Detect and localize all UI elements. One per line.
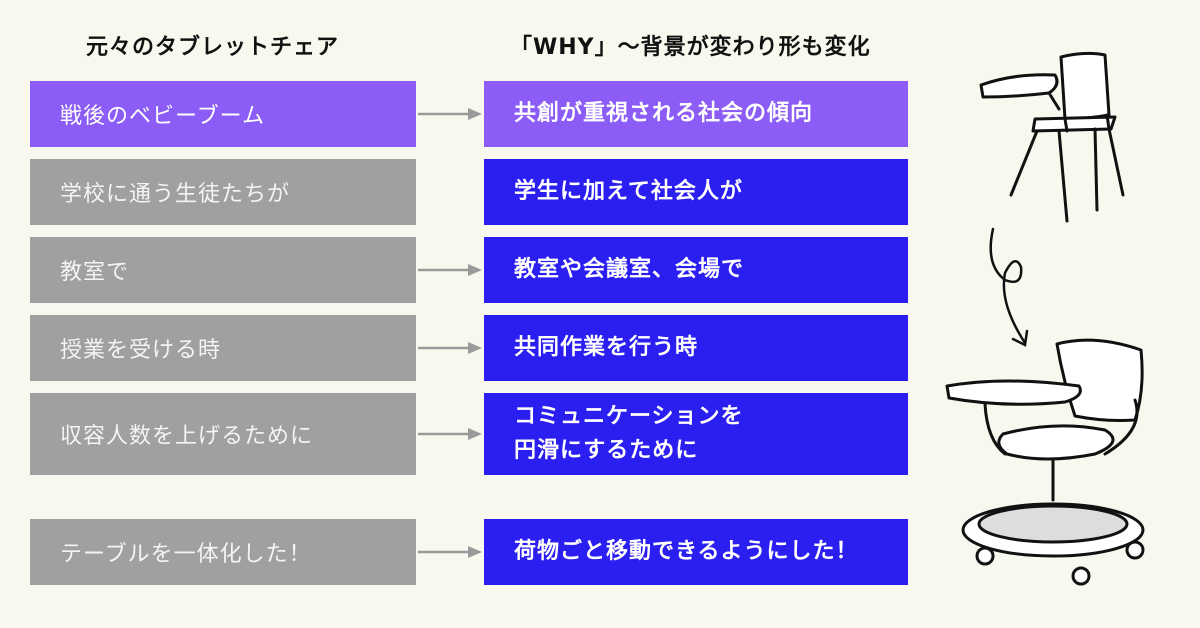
right-box-line: 学生に加えて社会人が (514, 179, 743, 204)
arrow-right-icon (418, 546, 482, 558)
left-box: 教室で (30, 237, 416, 303)
right-box: 教室や会議室、会場で (484, 237, 908, 303)
arrow-right-icon (418, 428, 482, 440)
right-box-text: コミュニケーションを円滑にするために (514, 400, 744, 468)
arrow-right-icon (418, 264, 482, 276)
modern-node-chair-icon (945, 338, 1145, 586)
left-column-header: 元々のタブレットチェア (86, 35, 340, 60)
right-column-header: 「WHY」〜背景が変わり形も変化 (510, 35, 871, 60)
right-box-text: 教室や会議室、会場で (514, 253, 744, 287)
left-box: 授業を受ける時 (30, 315, 416, 381)
curly-arrow-icon (989, 227, 1029, 347)
left-box: 学校に通う生徒たちが (30, 159, 416, 225)
right-box-line: 共同作業を行う時 (514, 335, 699, 360)
right-box: 共創が重視される社会の傾向 (484, 81, 908, 147)
arrow-right-icon (418, 108, 482, 120)
right-box: 共同作業を行う時 (484, 315, 908, 381)
right-box-line: コミュニケーションを (514, 404, 744, 429)
arrow-right-icon (418, 342, 482, 354)
right-box-text: 共創が重視される社会の傾向 (514, 97, 813, 131)
left-box: 戦後のベビーブーム (30, 81, 416, 147)
right-box-line: 教室や会議室、会場で (514, 257, 745, 282)
right-box-text: 学生に加えて社会人が (514, 175, 743, 209)
right-box: 学生に加えて社会人が (484, 159, 908, 225)
left-box: 収容人数を上げるために (30, 393, 416, 475)
right-box-line: 荷物ごと移動できるようにした！ (514, 539, 859, 564)
right-box-text: 共同作業を行う時 (514, 331, 698, 365)
left-box: テーブルを一体化した！ (30, 519, 416, 585)
right-box-text: 荷物ごと移動できるようにした！ (514, 535, 859, 569)
right-box: 荷物ごと移動できるようにした！ (484, 519, 908, 585)
old-tablet-chair-icon (979, 51, 1125, 223)
right-box-line: 共創が重視される社会の傾向 (514, 101, 814, 126)
right-box: コミュニケーションを円滑にするために (484, 393, 908, 475)
right-box-line: 円滑にするために (514, 438, 699, 463)
